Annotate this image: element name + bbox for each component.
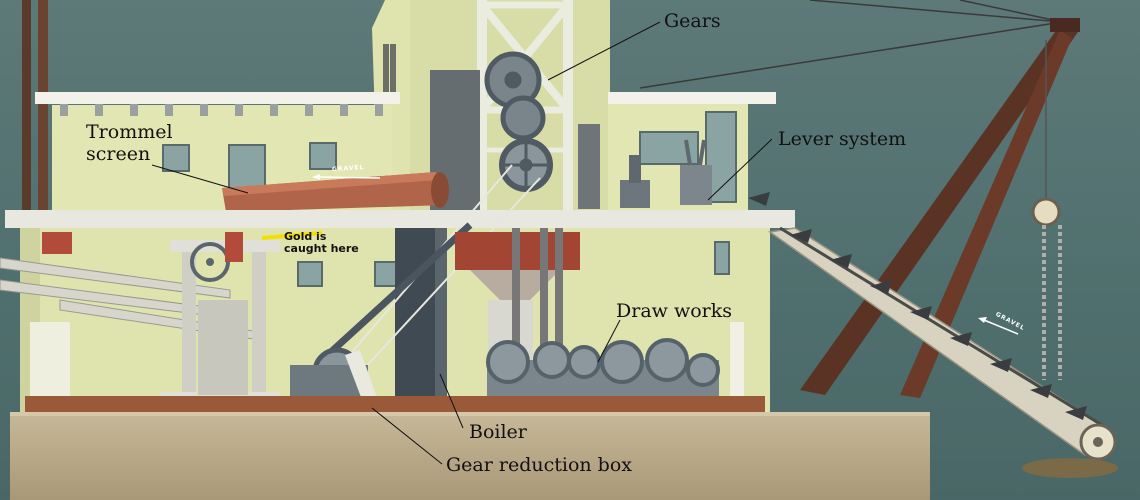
pulley-chain xyxy=(1031,40,1062,380)
cable-2 xyxy=(809,0,1063,23)
tower-gears xyxy=(484,51,553,192)
upper-house-right xyxy=(608,92,776,210)
bucket-ladder xyxy=(748,192,1118,478)
boiler xyxy=(395,228,447,413)
pole-left xyxy=(22,0,31,210)
left-frame xyxy=(42,232,280,405)
trommel-drum xyxy=(222,172,449,212)
ladder-gravel-arrow xyxy=(978,317,1019,335)
hull xyxy=(10,412,930,500)
label-trommel-screen: Trommel screen xyxy=(86,121,173,165)
gold-highlight-bar xyxy=(261,231,323,240)
label-gear-reduction-box: Gear reduction box xyxy=(446,454,632,476)
label-boiler: Boiler xyxy=(469,421,527,443)
pole-left-2 xyxy=(38,0,48,210)
label-gears: Gears xyxy=(664,10,721,32)
label-lever-system: Lever system xyxy=(778,128,907,150)
label-draw-works: Draw works xyxy=(616,300,732,322)
leader-lines xyxy=(151,21,773,465)
label-gold-caught: Gold is caught here xyxy=(284,230,359,255)
cable-3 xyxy=(959,0,1063,23)
cable-1 xyxy=(639,21,1063,89)
main-deck xyxy=(5,210,795,228)
trommel-gravel-arrow xyxy=(312,174,381,180)
deck-floor xyxy=(25,396,765,414)
hopper xyxy=(455,228,580,408)
